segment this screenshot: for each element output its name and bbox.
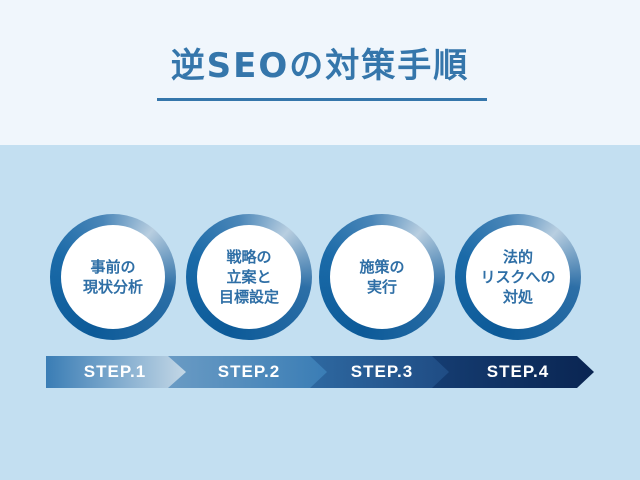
- step-3-label: STEP.3: [350, 362, 414, 381]
- title-underline: [157, 98, 487, 101]
- step-3-text-line: 施策の: [359, 258, 405, 276]
- step-arrows-graphic: [46, 356, 594, 388]
- step-4-circle: 法的 リスクへの 対処: [455, 214, 581, 340]
- header: 逆SEOの対策手順: [0, 0, 640, 145]
- step-2-circle: 戦略の 立案と 目標設定: [186, 214, 312, 340]
- step-4-text-line: 法的: [502, 248, 533, 266]
- step-2-label: STEP.2: [217, 362, 281, 381]
- step-3-circle-content: 施策の 実行: [330, 225, 434, 329]
- step-2-text-line: 戦略の: [226, 248, 272, 266]
- step-1-text-line: 事前の: [90, 258, 136, 276]
- step-2-circle-content: 戦略の 立案と 目標設定: [197, 225, 301, 329]
- step-4-text-line: 対処: [502, 288, 533, 306]
- step-2-text-line: 目標設定: [218, 288, 279, 306]
- step-1-circle: 事前の 現状分析: [50, 214, 176, 340]
- page-title: 逆SEOの対策手順: [170, 46, 470, 86]
- step-3-text-line: 実行: [366, 278, 397, 296]
- step-1-label: STEP.1: [83, 362, 147, 381]
- step-1-circle-content: 事前の 現状分析: [61, 225, 165, 329]
- step-arrow-bar: STEP.1 STEP.2 STEP.3 STEP.4: [0, 356, 640, 388]
- step-4-label: STEP.4: [486, 362, 550, 381]
- step-1-text-line: 現状分析: [82, 278, 143, 296]
- step-3-circle: 施策の 実行: [319, 214, 445, 340]
- step-2-text-line: 立案と: [226, 268, 272, 286]
- step-4-circle-content: 法的 リスクへの 対処: [466, 225, 570, 329]
- step-4-text-line: リスクへの: [480, 268, 556, 286]
